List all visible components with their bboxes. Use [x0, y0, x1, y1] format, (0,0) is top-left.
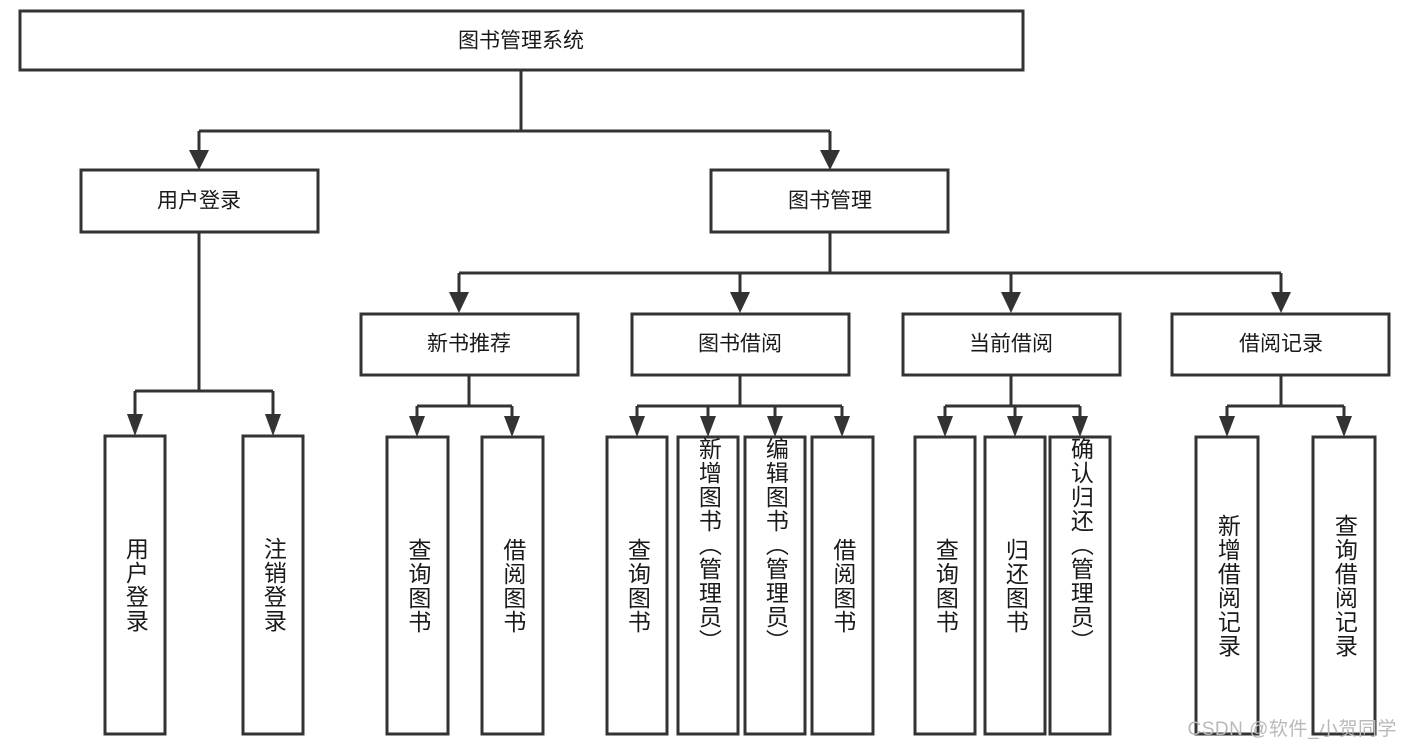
csdn-watermark: CSDN @软件_小贺同学 [1187, 719, 1397, 740]
arrow-book-borrow-leaf-3-icon [767, 416, 783, 437]
node-current-borrow-label: 当前借阅 [969, 333, 1053, 356]
leaf-box-book-borrow-1[interactable] [605, 435, 669, 736]
arrow-user-login-leaf-2-icon [265, 414, 281, 436]
arrow-root-to-book-mgmt-icon [820, 150, 840, 170]
node-book-borrow-box[interactable] [630, 312, 851, 377]
node-user-login-box[interactable] [79, 168, 320, 234]
arrow-book-mgmt-c1-icon [449, 292, 469, 313]
leaf-box-user-login-1[interactable] [103, 434, 167, 736]
leaf-box-book-borrow-4[interactable] [810, 435, 875, 736]
node-book-management-box[interactable] [709, 168, 950, 234]
node-root-book-management-system[interactable]: 图书管理系统 [18, 9, 1025, 72]
node-user-login-label: 用户登录 [157, 190, 241, 213]
arrow-book-mgmt-c3-icon [1001, 292, 1021, 313]
leaf-box-new-book-1[interactable] [385, 435, 450, 736]
node-borrow-record-label: 借阅记录 [1239, 333, 1323, 356]
node-root-box[interactable] [18, 9, 1025, 72]
leaf-box-book-borrow-3[interactable] [743, 435, 807, 736]
arrow-book-borrow-leaf-2-icon [700, 416, 716, 437]
connector-group-current-borrow [937, 375, 1088, 437]
node-book-borrow-label: 图书借阅 [698, 333, 782, 356]
node-current-borrow[interactable]: 当前借阅 [901, 312, 1122, 377]
arrow-current-borrow-leaf-2-icon [1007, 416, 1023, 437]
node-borrow-record-box[interactable] [1170, 312, 1391, 377]
arrow-borrow-record-leaf-1-icon [1219, 416, 1235, 437]
arrow-book-borrow-leaf-4-icon [834, 416, 850, 437]
arrow-current-borrow-leaf-1-icon [937, 416, 953, 437]
leaf-box-borrow-record-2[interactable] [1311, 435, 1377, 736]
arrow-new-book-leaf-1-icon [409, 416, 425, 437]
node-book-management[interactable]: 图书管理 [709, 168, 950, 234]
node-user-login[interactable]: 用户登录 [79, 168, 320, 234]
arrow-book-mgmt-c2-icon [730, 292, 750, 313]
arrow-book-borrow-leaf-1-icon [629, 416, 645, 437]
leaf-box-current-borrow-1[interactable] [913, 435, 977, 736]
leaf-boxes-book-borrow [605, 435, 875, 736]
arrow-new-book-leaf-2-icon [504, 416, 520, 437]
connector-group-book-mgmt [449, 232, 1291, 313]
node-book-borrow[interactable]: 图书借阅 [630, 312, 851, 377]
leaf-box-book-borrow-2[interactable] [676, 435, 740, 736]
leaf-box-new-book-2[interactable] [480, 435, 545, 736]
node-new-book-recommend-label: 新书推荐 [427, 333, 511, 356]
connector-group-borrow-record [1219, 375, 1352, 437]
node-current-borrow-box[interactable] [901, 312, 1122, 377]
node-new-book-recommend[interactable]: 新书推荐 [359, 312, 580, 377]
leaf-box-current-borrow-2[interactable] [983, 435, 1047, 736]
arrow-current-borrow-leaf-3-icon [1072, 416, 1088, 437]
connector-group-root [189, 70, 840, 170]
leaf-box-user-login-2[interactable] [241, 434, 305, 736]
connector-group-new-book [409, 375, 520, 437]
leaf-box-current-borrow-3[interactable] [1048, 435, 1112, 736]
node-borrow-record[interactable]: 借阅记录 [1170, 312, 1391, 377]
arrow-root-to-user-login-icon [189, 150, 209, 170]
leaf-boxes-borrow-record [1194, 435, 1377, 736]
connector-group-book-borrow [629, 375, 850, 437]
node-book-management-label: 图书管理 [788, 190, 872, 213]
arrow-borrow-record-leaf-2-icon [1336, 416, 1352, 437]
arrow-book-mgmt-c4-icon [1271, 292, 1291, 313]
leaf-box-borrow-record-1[interactable] [1194, 435, 1260, 736]
node-root-label: 图书管理系统 [458, 30, 584, 53]
node-new-book-recommend-box[interactable] [359, 312, 580, 377]
connector-group-user-login [127, 232, 281, 436]
leaf-boxes-new-book-recommend [385, 435, 545, 736]
leaf-boxes-user-login [103, 434, 305, 736]
arrow-user-login-leaf-1-icon [127, 414, 143, 436]
leaf-boxes-current-borrow [913, 435, 1112, 736]
